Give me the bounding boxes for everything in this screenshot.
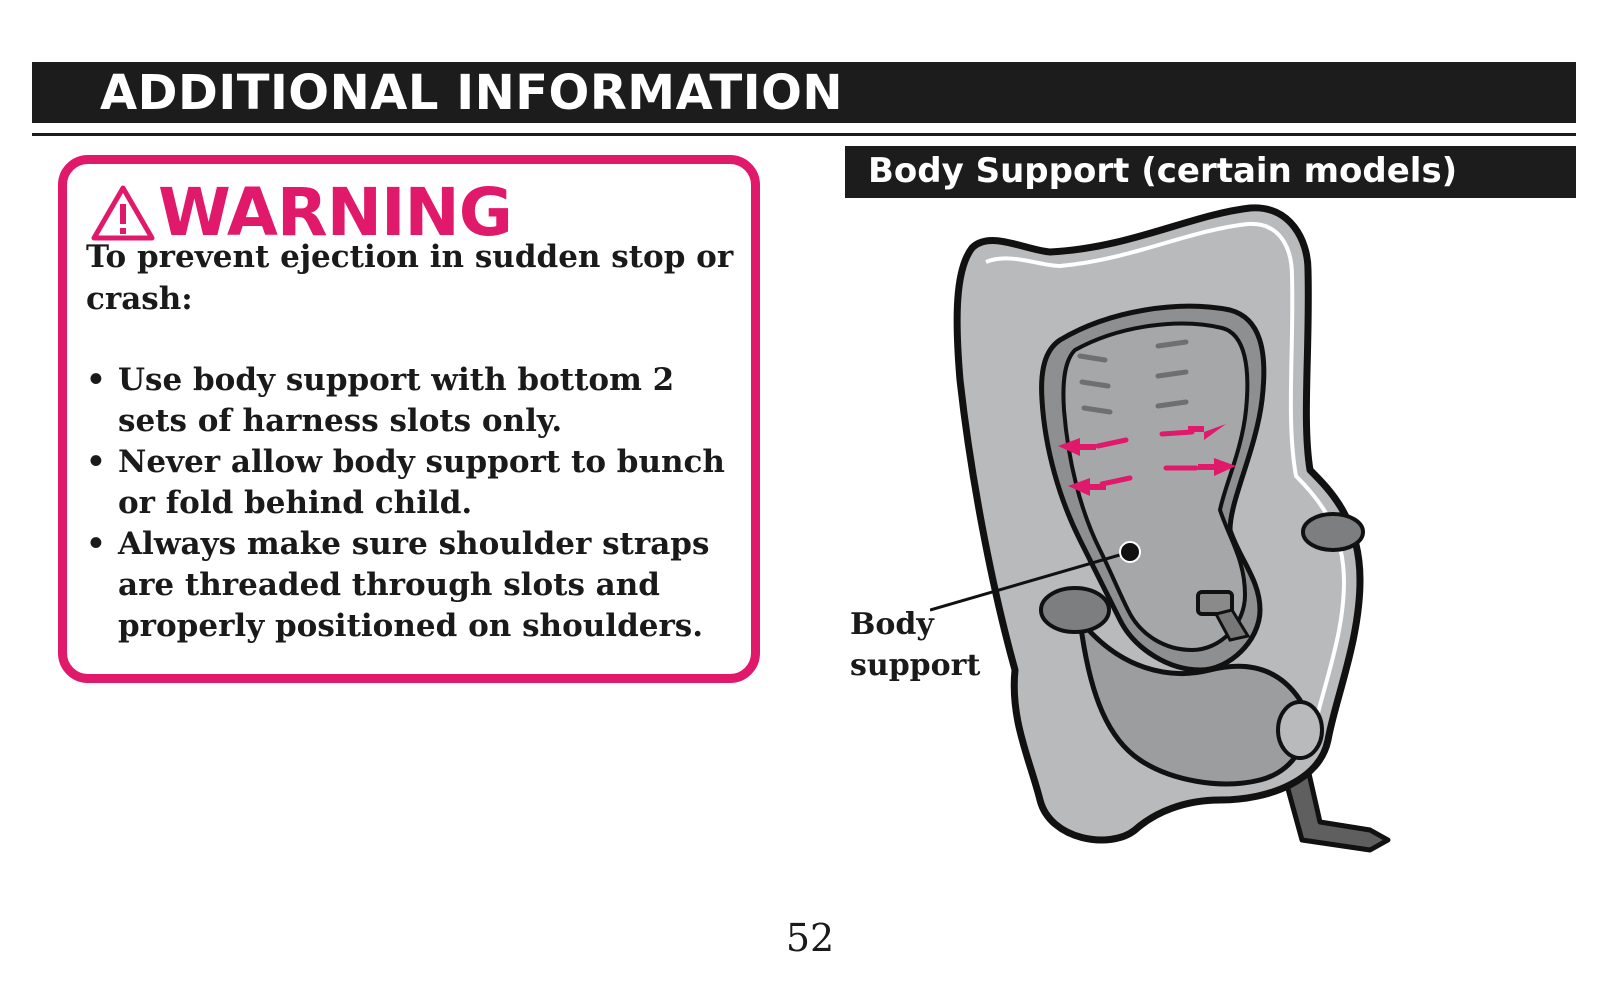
slot-arrows: [1058, 424, 1236, 496]
arrow-right-icon: [1068, 478, 1106, 496]
header-divider: [32, 133, 1576, 136]
warning-item: • Never allow body support to bunch or f…: [86, 442, 746, 524]
arrow-left-icon: [1188, 424, 1226, 440]
seat-piping: [985, 221, 1347, 731]
warning-lead-text: To prevent ejection in sudden stop or cr…: [86, 239, 734, 317]
harness-slots: [1077, 339, 1189, 415]
page-title: ADDITIONAL INFORMATION: [100, 65, 844, 121]
bullet: •: [86, 444, 106, 480]
warning-item: • Always make sure shoulder straps are t…: [86, 524, 746, 647]
arrow-right-icon: [1058, 438, 1096, 456]
bullet: •: [86, 362, 106, 398]
callout-leader: [930, 550, 1131, 612]
header-bar: [32, 62, 1576, 123]
warning-list: • Use body support with bottom 2 sets of…: [86, 360, 746, 647]
arrow-left-icon: [1198, 458, 1236, 476]
body-support-callout: Body support: [850, 607, 981, 683]
warning-heading: WARNING: [90, 172, 513, 251]
section-header-bar: [845, 146, 1576, 198]
bullet: •: [86, 526, 106, 562]
warning-item-text: Always make sure shoulder straps are thr…: [118, 526, 710, 644]
warning-triangle-icon: [91, 185, 155, 241]
cup-holder-right: [1301, 512, 1365, 552]
car-seat-illustration: [930, 204, 1391, 853]
warning-box: [58, 155, 760, 683]
section-title: Body Support (certain models): [868, 151, 1458, 191]
bottom-harness-slots: [1095, 429, 1199, 487]
page-number: 52: [785, 916, 835, 960]
warning-item-text: Use body support with bottom 2 sets of h…: [118, 362, 675, 439]
callout-dot: [1119, 541, 1141, 563]
warning-item-text: Never allow body support to bunch or fol…: [118, 444, 725, 521]
warning-item: • Use body support with bottom 2 sets of…: [86, 360, 746, 442]
warning-word: WARNING: [158, 174, 513, 251]
front-loop: [1276, 700, 1324, 760]
cup-holder-left: [1039, 586, 1111, 634]
crotch-strap: [1213, 608, 1251, 642]
